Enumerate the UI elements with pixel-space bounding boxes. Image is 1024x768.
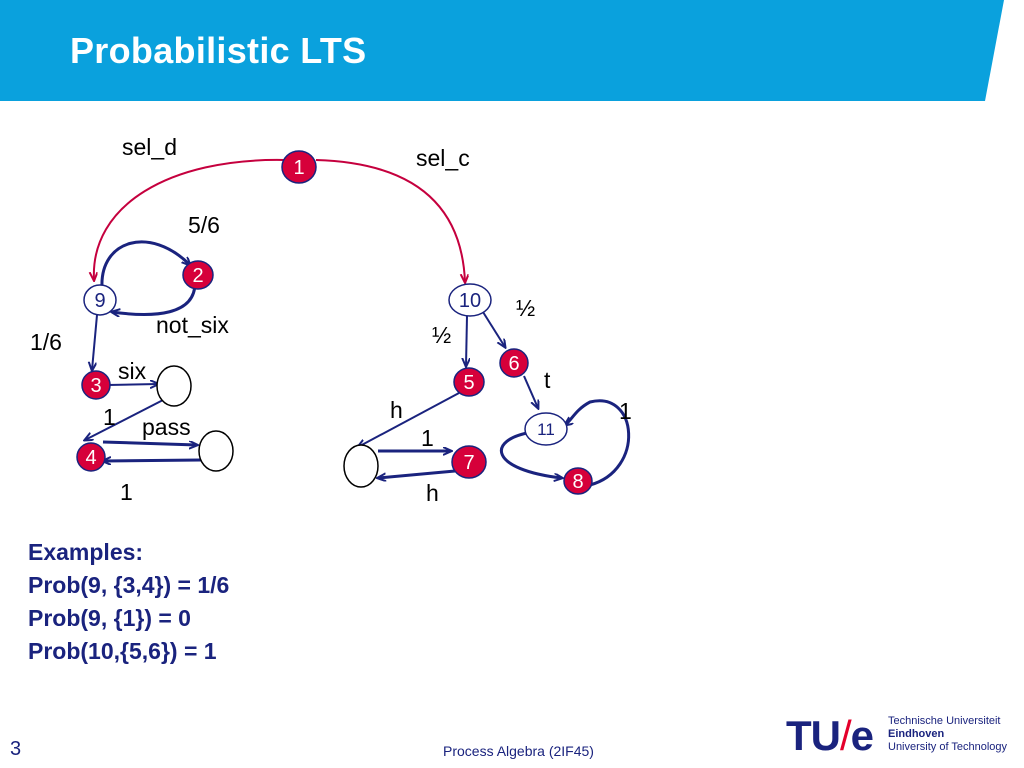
example-line: Prob(9, {1}) = 0	[28, 605, 191, 631]
logo-line-3: University of Technology	[888, 741, 1008, 753]
logo-mark-slash: /	[840, 712, 852, 759]
title-banner: Probabilistic LTS	[0, 0, 1024, 101]
state-empty-b	[198, 430, 234, 472]
six-arrow	[107, 384, 158, 385]
label-one-b: 1	[120, 479, 133, 505]
state-2	[182, 260, 214, 290]
examples-block: Examples: Prob(9, {3,4}) = 1/6 Prob(9, {…	[28, 536, 229, 668]
state-6-label: 6	[508, 353, 519, 375]
state-empty-a	[156, 365, 192, 407]
label-one-d: 1	[619, 398, 632, 424]
label-one-c: 1	[421, 425, 434, 451]
example-line: Prob(9, {3,4}) = 1/6	[28, 572, 230, 598]
logo-mark-tu: TU	[786, 712, 841, 759]
sel-d-arrow	[94, 158, 285, 280]
state-11-label: 11	[537, 420, 555, 439]
label-half-a: ½	[516, 295, 535, 321]
state-7	[451, 445, 487, 479]
state-8-label: 8	[572, 471, 583, 493]
tue-logo-mark: TU/e	[786, 712, 874, 760]
label-t: t	[544, 367, 551, 393]
sel-c-arrow	[315, 159, 465, 282]
label-sel-c: sel_c	[416, 145, 470, 171]
state-9	[83, 284, 117, 316]
state-8	[563, 467, 593, 495]
state-1	[281, 150, 317, 184]
logo-line-2: Eindhoven	[888, 728, 945, 740]
state-3-label: 3	[90, 375, 101, 397]
h-a-arrow	[358, 392, 460, 447]
state-3	[81, 370, 111, 400]
label-not-six: not_six	[156, 312, 229, 338]
state-11	[524, 412, 568, 446]
pass-arrow	[102, 440, 197, 445]
label-h-b: h	[426, 480, 439, 506]
one-d-arrow	[565, 399, 631, 487]
title-banner-shape	[0, 0, 1004, 101]
t-arrow	[523, 375, 538, 408]
state-1-label: 1	[293, 157, 304, 179]
label-p16: 1/6	[30, 329, 62, 355]
p56-arrow	[100, 240, 190, 288]
loop-return-arrow	[500, 430, 562, 478]
label-six: six	[118, 358, 147, 384]
not-six-arrow	[112, 282, 197, 315]
p16-arrow	[92, 314, 98, 370]
example-line: Prob(10,{5,6}) = 1	[28, 638, 217, 664]
state-4	[76, 442, 106, 472]
half-a-arrow	[466, 315, 467, 366]
one-a-arrow	[85, 398, 166, 440]
label-h-a: h	[390, 397, 403, 423]
state-10-label: 10	[459, 290, 481, 312]
half-b-arrow	[482, 311, 505, 347]
examples-heading: Examples:	[28, 539, 144, 565]
one-b-arrow	[103, 460, 202, 461]
state-10	[448, 283, 492, 317]
h-b-arrow	[378, 469, 456, 478]
logo-line-1: Technische Universiteit	[888, 715, 1001, 727]
page-number: 3	[10, 738, 22, 760]
state-empty-c	[343, 444, 379, 488]
logo-mark-e: e	[850, 712, 874, 759]
label-half-b: ½	[432, 322, 451, 348]
state-5-label: 5	[463, 372, 474, 394]
state-7-label: 7	[463, 452, 474, 474]
state-2-label: 2	[192, 265, 203, 287]
label-sel-d: sel_d	[122, 134, 177, 160]
footer-course-title: Process Algebra (2IF45)	[443, 743, 594, 759]
state-9-label: 9	[94, 290, 105, 312]
slide-title: Probabilistic LTS	[70, 30, 367, 71]
state-5	[453, 367, 485, 397]
state-4-label: 4	[85, 447, 96, 469]
tue-logo: TU/e Technische Universiteit Eindhoven U…	[786, 712, 1016, 760]
state-6	[499, 348, 529, 378]
label-p56: 5/6	[188, 212, 220, 238]
label-pass: pass	[142, 414, 191, 440]
tue-logo-text: Technische Universiteit Eindhoven Univer…	[888, 715, 1007, 754]
label-one-a: 1	[103, 404, 116, 430]
